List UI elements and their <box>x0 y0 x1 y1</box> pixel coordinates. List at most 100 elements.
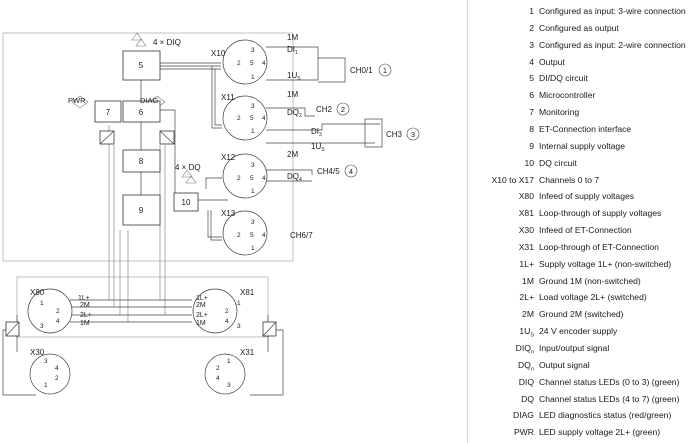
subscript: 2 <box>299 113 302 119</box>
pwr-led-label: PWR <box>68 96 86 105</box>
legend-key: 2L+ <box>519 292 534 303</box>
channel-ch01: CH0/1 <box>350 66 373 75</box>
legend-row: 2L+ Load voltage 2L+ (switched) <box>472 289 700 305</box>
legend-key-subscript: n <box>530 349 534 356</box>
pin-label: 4 <box>216 375 220 382</box>
channel-labels: CH0/1 1 CH2 2 CH3 3 CH4/5 4 CH6/7 <box>290 63 420 240</box>
x12-label: X12 <box>221 153 236 162</box>
pin-label: 3 <box>251 47 255 54</box>
channel-ch3: CH3 <box>386 130 403 139</box>
legend-key: DQn <box>518 359 534 373</box>
label-2m: 2M <box>80 302 90 309</box>
legend-description: LED supply voltage 2L+ (green) <box>539 427 661 438</box>
power-section-outline <box>16 276 269 338</box>
connector-x80: X80 2 4 1 3 <box>27 288 73 334</box>
legend-key: DIQn <box>515 343 534 356</box>
block-7-label: 7 <box>106 108 111 117</box>
legend-description: Channels 0 to 7 <box>539 174 600 185</box>
signal-1us: 1U <box>311 142 321 151</box>
pin-label: 4 <box>262 115 266 122</box>
pin-label: 3 <box>251 103 255 110</box>
legend-key: 1 <box>529 6 534 16</box>
label-2l: 2L+ <box>80 312 92 319</box>
diq-leds-label: 4 × DIQ <box>153 38 181 47</box>
svg-text:DQ2: DQ2 <box>287 108 302 119</box>
pin-label: 2 <box>237 60 241 67</box>
label-1m: 1M <box>80 320 90 327</box>
legend-key: X31 <box>518 241 534 252</box>
block-7: 7 <box>94 100 122 123</box>
legend-description: Infeed of supply voltages <box>539 191 635 202</box>
legend-description: LED diagnostics status (red/green) <box>539 410 672 421</box>
legend-description: ET-Connection interface <box>539 123 632 134</box>
pin-label: 4 <box>56 318 60 325</box>
isolation-symbols <box>5 130 277 337</box>
signal-1m: 1M <box>287 90 298 99</box>
connector-x11: X11 3 2 5 4 1 <box>221 93 268 141</box>
legend-description: Loop-through of supply voltages <box>539 208 662 219</box>
x80-label: X80 <box>30 288 45 297</box>
legend-key: DQ <box>521 393 534 404</box>
connector-x12: X12 3 2 5 4 1 <box>221 153 268 199</box>
dq-leds-label: 4 × DQ <box>175 163 201 172</box>
legend-key: 1M <box>522 275 534 286</box>
legend-description: Configured as input: 3-wire connection <box>539 6 686 16</box>
pin-label: 4 <box>225 318 229 325</box>
pin-label: 1 <box>251 128 255 135</box>
block-6: 6 <box>122 100 161 123</box>
svg-text:DI3: DI3 <box>311 127 322 138</box>
legend-key: 1US <box>519 326 534 339</box>
legend-description: Output <box>539 56 565 67</box>
led-group <box>71 32 197 184</box>
legend-key: X30 <box>518 225 534 236</box>
signal-di: DI <box>287 45 295 54</box>
legend-row: 1L+Supply voltage 1L+ (non-switched) <box>472 256 700 272</box>
channel-ch45: CH4/5 <box>317 167 340 176</box>
legend-key-subscript: S <box>530 332 534 339</box>
block-8-label: 8 <box>139 157 144 166</box>
pin-label: 2 <box>237 232 241 239</box>
legend-description: Channel status LEDs (4 to 7) (green) <box>539 393 680 404</box>
pin-label: 2 <box>237 175 241 182</box>
legend-description: Internal supply voltage <box>539 140 625 151</box>
legend-description: Load voltage 2L+ (switched) <box>539 292 647 303</box>
legend-key: 2 <box>529 22 534 33</box>
pin-label: 2 <box>225 308 229 315</box>
legend-divider <box>467 0 468 443</box>
pin-label: 5 <box>250 115 254 122</box>
pin-label: 3 <box>251 162 255 169</box>
callout-3: 3 <box>411 130 415 139</box>
legend-key: 6 <box>529 90 534 101</box>
legend-row: X10 to X17 Channels 0 to 7 <box>472 172 700 188</box>
legend-description: Monitoring <box>539 107 580 118</box>
pin-label: 2 <box>56 308 60 315</box>
connector-x31: X31 2 4 1 3 <box>204 348 255 395</box>
legend-key: 5 <box>529 73 534 84</box>
pin-label: 2 <box>237 115 241 122</box>
pin-label: 3 <box>237 323 241 330</box>
legend-key: 9 <box>529 140 534 151</box>
connector-x10: X10 3 2 5 4 1 <box>211 39 268 85</box>
pin-label: 4 <box>55 365 59 372</box>
connector-x81: X81 2 4 1 3 <box>192 288 255 334</box>
signal-2m: 2M <box>287 150 298 159</box>
module-outline <box>2 32 294 262</box>
legend-key: X10 to X17 <box>491 174 534 185</box>
legend-key: 10 <box>524 157 534 168</box>
svg-text:1US: 1US <box>311 142 325 153</box>
legend-description: Infeed of ET-Connection <box>539 225 632 236</box>
legend-key: 1L+ <box>519 258 534 269</box>
legend-key: 2M <box>522 309 534 320</box>
signal-dq: DQ <box>287 172 299 181</box>
x10-label: X10 <box>211 49 226 58</box>
pin-label: 5 <box>250 60 254 67</box>
pin-label: 2 <box>216 365 220 372</box>
